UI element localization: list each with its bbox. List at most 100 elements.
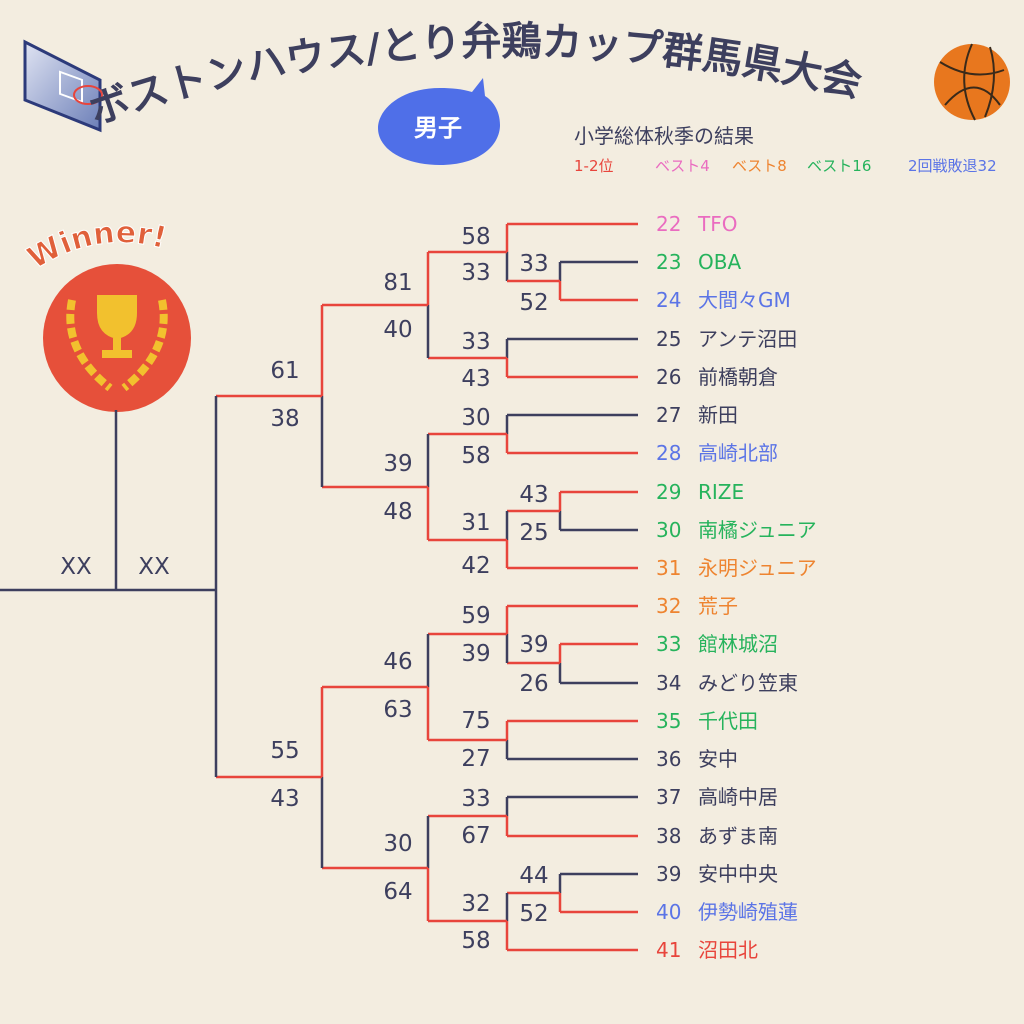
legend-item-best8: ベスト8 — [732, 157, 787, 175]
team-name: 千代田 — [698, 709, 758, 733]
score-label: 33 — [461, 260, 490, 286]
score-label: 33 — [461, 786, 490, 812]
score-label: 61 — [270, 358, 299, 384]
team-number: 28 — [656, 441, 681, 465]
team-name: 大間々GM — [698, 288, 791, 312]
legend-item-1-2: 1-2位 — [574, 157, 614, 175]
score-label: 38 — [270, 406, 299, 432]
team-number: 30 — [656, 518, 681, 542]
team-entry: 37 高崎中居 — [656, 785, 778, 809]
score-label: 58 — [461, 928, 490, 954]
team-name: RIZE — [698, 480, 744, 504]
team-number: 40 — [656, 900, 681, 924]
final-score-left: XX — [60, 554, 92, 580]
score-label: 63 — [383, 697, 412, 723]
score-label: 26 — [519, 671, 548, 697]
team-number: 37 — [656, 785, 681, 809]
team-name: 前橋朝倉 — [698, 365, 778, 389]
score-label: 33 — [519, 251, 548, 277]
team-number: 35 — [656, 709, 681, 733]
team-entry: 28 高崎北部 — [656, 441, 778, 465]
score-label: 39 — [383, 451, 412, 477]
score-label: 31 — [461, 510, 490, 536]
bracket-lines — [0, 222, 638, 952]
team-name: OBA — [698, 250, 741, 274]
score-label: 30 — [461, 405, 490, 431]
team-entry: 34 みどり笠東 — [656, 671, 798, 695]
team-name: 高崎中居 — [698, 785, 778, 809]
score-label: 81 — [383, 270, 412, 296]
score-label: 43 — [461, 366, 490, 392]
team-number: 34 — [656, 671, 681, 695]
score-label: 52 — [519, 901, 548, 927]
division-label: 男子 — [414, 114, 462, 142]
legend-item-best16: ベスト16 — [807, 157, 871, 175]
score-label: 67 — [461, 823, 490, 849]
team-number: 41 — [656, 938, 681, 962]
score-label: 48 — [383, 499, 412, 525]
team-name: あずま南 — [698, 824, 778, 848]
score-label: 75 — [461, 708, 490, 734]
team-entry: 40 伊勢崎殖蓮 — [656, 900, 798, 924]
score-label: 43 — [519, 482, 548, 508]
team-number: 23 — [656, 250, 681, 274]
score-label: 40 — [383, 317, 412, 343]
team-number: 31 — [656, 556, 681, 580]
team-name: みどり笠東 — [698, 671, 798, 695]
score-labels: 58 33 33 52 33 43 30 58 43 25 31 42 81 40 39 48 61 38 59 39… — [270, 224, 548, 954]
team-name: 高崎北部 — [698, 441, 778, 465]
team-number: 29 — [656, 480, 681, 504]
team-name: 伊勢崎殖蓮 — [698, 900, 798, 924]
results-subtitle: 小学総体秋季の結果 — [574, 124, 754, 148]
score-label: 58 — [461, 443, 490, 469]
score-label: 42 — [461, 553, 490, 579]
team-number: 36 — [656, 747, 681, 771]
score-label: 39 — [519, 632, 548, 658]
team-name: TFO — [697, 212, 737, 236]
team-entry: 27 新田 — [656, 403, 738, 427]
score-label: 55 — [270, 738, 299, 764]
score-label: 64 — [383, 879, 412, 905]
basketball-hoop-icon — [23, 39, 103, 133]
team-entry: 30 南橘ジュニア — [656, 518, 817, 542]
team-entry: 31 永明ジュニア — [656, 556, 817, 580]
final-score-right: XX — [138, 554, 170, 580]
team-name: 永明ジュニア — [698, 556, 817, 580]
team-entry: 29 RIZE — [656, 480, 744, 504]
score-label: 52 — [519, 290, 548, 316]
score-label: 59 — [461, 603, 490, 629]
team-name: 館林城沼 — [698, 632, 778, 656]
score-label: 44 — [519, 863, 548, 889]
team-entry: 26 前橋朝倉 — [656, 365, 778, 389]
team-number: 22 — [656, 212, 681, 236]
team-number: 24 — [656, 288, 681, 312]
score-label: 43 — [270, 786, 299, 812]
score-label: 25 — [519, 520, 548, 546]
legend: 1-2位 ベスト4 ベスト8 ベスト16 2回戦敗退32 — [574, 157, 997, 175]
score-label: 30 — [383, 831, 412, 857]
team-entry: 36 安中 — [656, 747, 738, 771]
team-number: 27 — [656, 403, 681, 427]
legend-item-best4: ベスト4 — [655, 157, 710, 175]
team-number: 26 — [656, 365, 681, 389]
team-number: 38 — [656, 824, 681, 848]
basketball-icon — [934, 43, 1010, 121]
score-label: 32 — [461, 891, 490, 917]
score-label: 39 — [461, 641, 490, 667]
legend-item-round2: 2回戦敗退32 — [908, 157, 997, 175]
team-number: 39 — [656, 862, 681, 886]
trophy-icon — [97, 295, 137, 339]
team-name: 南橘ジュニア — [698, 518, 817, 542]
team-entry: 23 OBA — [656, 250, 741, 274]
team-name: 安中 — [698, 747, 738, 771]
score-label: 33 — [461, 329, 490, 355]
team-name: 新田 — [698, 403, 738, 427]
